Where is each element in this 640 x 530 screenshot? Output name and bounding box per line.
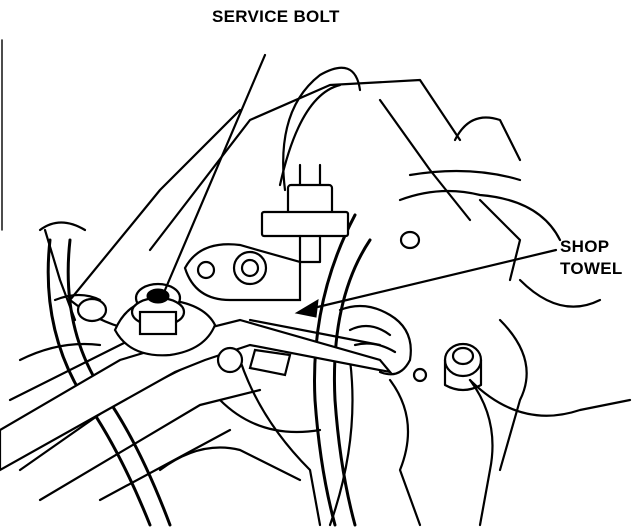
shop-towel-label-line2: TOWEL [560, 259, 623, 278]
service-bolt-label: SERVICE BOLT [212, 7, 340, 26]
bracket [183, 243, 302, 302]
lower-fittings [76, 230, 483, 392]
shop-towel-area [338, 304, 428, 383]
shop-towel-label: SHOP TOWEL [560, 236, 623, 280]
wrench [0, 298, 393, 472]
shop-towel-label-line1: SHOP [560, 237, 610, 256]
service-bolt-leader [163, 53, 267, 292]
sensor-fitting [260, 183, 350, 264]
service-bolt [130, 282, 186, 336]
shop-towel-leader [294, 248, 558, 318]
